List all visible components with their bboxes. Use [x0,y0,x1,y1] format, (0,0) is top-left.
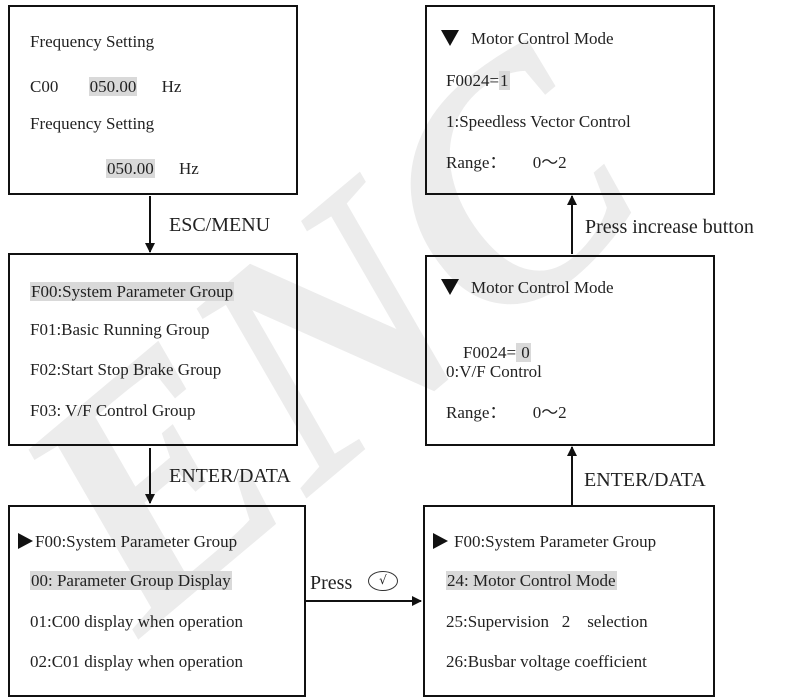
param-item-00: 00: Parameter Group Display [30,571,232,590]
frequency-setting-label: Frequency Setting [30,32,155,51]
param-f0024-row: F0024= 0 [463,343,531,362]
selector-arrow-icon [18,533,33,549]
param-f0024-row-2: F0024=1 [446,71,510,90]
frequency-c00-row: C00 050.00 Hz [30,76,181,98]
group-item-f02: F02:Start Stop Brake Group [30,360,222,379]
c00-code: C00 [30,77,59,96]
frequency-setting-label-2: Frequency Setting [30,114,155,133]
frequency-value-row: 050.00 Hz [106,158,199,180]
parameter-group-menu: F00:System Parameter Group F01:Basic Run… [8,253,298,446]
down-triangle-icon [441,279,459,295]
motor-control-mode-vector: Motor Control Mode F0024=1 1:Speedless V… [425,5,715,195]
motor-mode-title: Motor Control Mode [441,277,614,299]
param-item-26: 26:Busbar voltage coefficient [446,652,647,671]
param-item-24: 24: Motor Control Mode [446,571,617,590]
range-row-2: Range： 0～2 [446,153,567,172]
esc-menu-label: ESC/MENU [169,214,271,236]
enter-data-label-right: ENTER/DATA [584,469,706,491]
mode-description-2: 1:Speedless Vector Control [446,112,631,131]
increase-button-label: Press increase button [585,216,754,238]
f00-parameter-list: F00:System Parameter Group 00: Parameter… [8,505,306,697]
c00-unit: Hz [161,77,182,96]
group-item-f00: F00:System Parameter Group [30,282,235,301]
group-item-f01: F01:Basic Running Group [30,320,210,339]
mode-description: 0:V/F Control [446,362,542,381]
range-value-2: 0～2 [532,153,567,172]
frequency-value: 050.00 [106,159,155,178]
group-item-f03: F03: V/F Control Group [30,401,196,420]
down-triangle-icon-2 [441,30,459,46]
motor-control-mode-v-f: Motor Control Mode F0024= 0 0:V/F Contro… [425,255,715,446]
c00-value: 050.00 [88,77,138,96]
param-item-01: 01:C00 display when operation [30,612,243,631]
frequency-unit: Hz [179,159,199,178]
param-item-02: 02:C01 display when operation [30,652,243,671]
f00-header-2: F00:System Parameter Group [433,531,656,553]
motor-mode-title-2: Motor Control Mode [441,28,614,50]
selector-arrow-icon-2 [433,533,448,549]
f00-parameter-list-scrolled: F00:System Parameter Group 24: Motor Con… [423,505,715,697]
check-button-icon: √ [368,571,398,591]
enter-data-label-left: ENTER/DATA [169,465,291,487]
f00-header: F00:System Parameter Group [18,531,237,553]
param-item-25: 25:Supervision 2 selection [446,612,648,631]
param-f0024-value-2: 1 [499,71,510,90]
frequency-setting-screen: Frequency Setting C00 050.00 Hz Frequenc… [8,5,298,195]
range-row: Range： 0～2 [446,403,567,422]
range-value: 0～2 [532,403,567,422]
press-label: Press [310,572,353,594]
param-f0024-value: 0 [516,343,531,362]
